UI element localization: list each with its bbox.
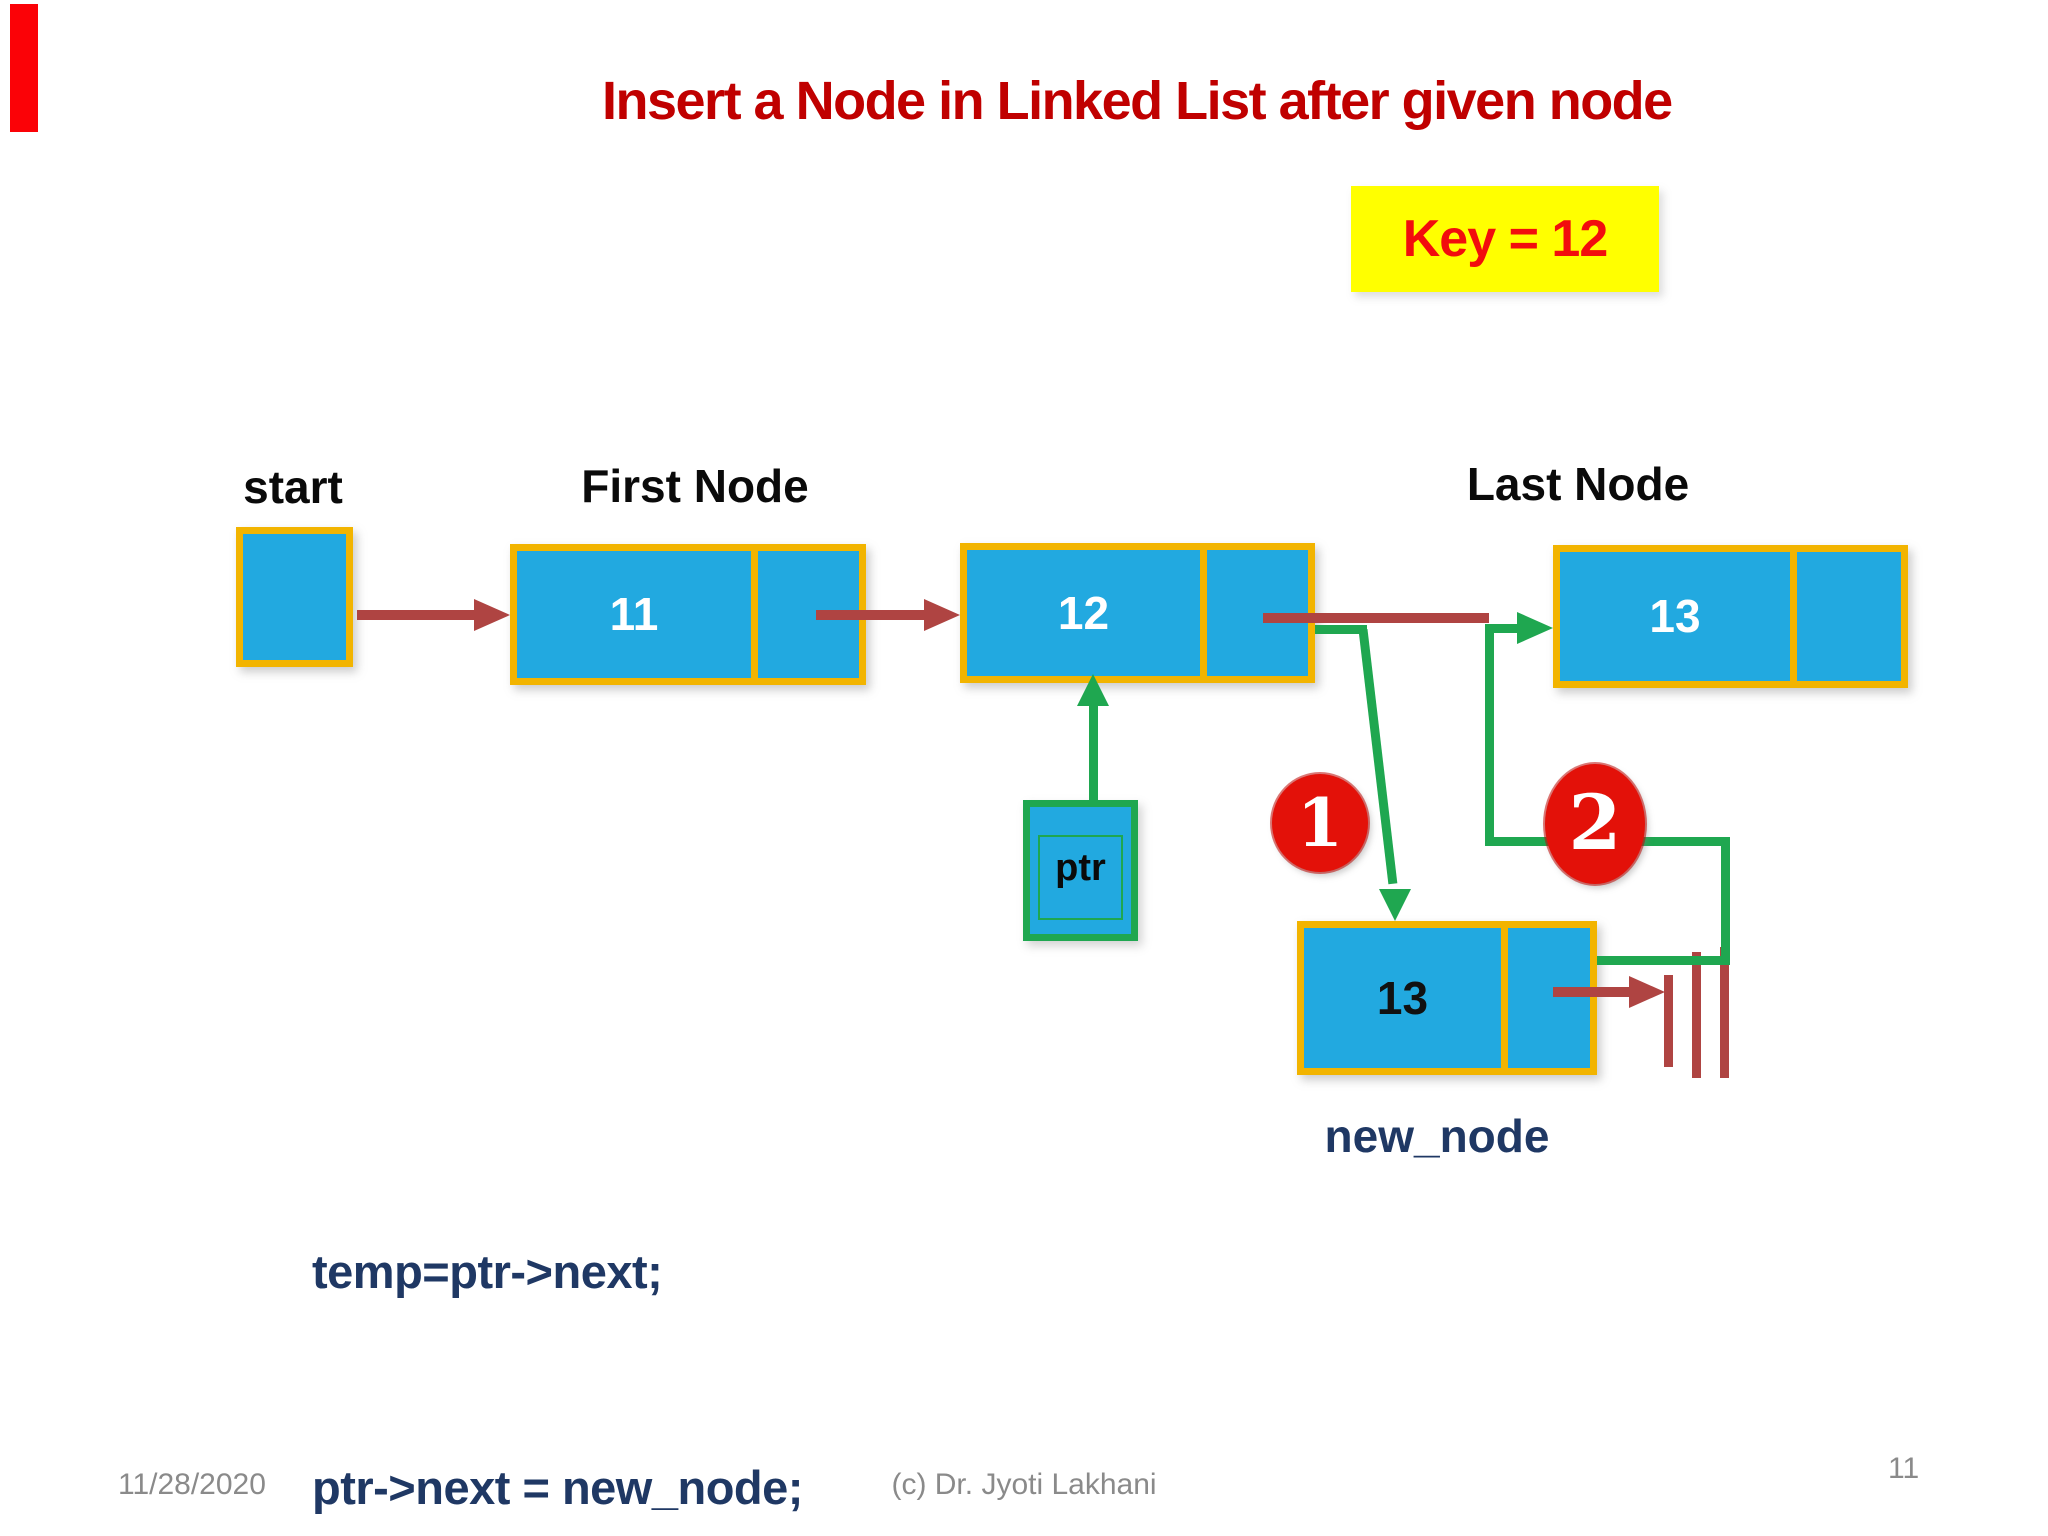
new-node-next-arrow-head-icon: [1629, 976, 1665, 1008]
step2-link-seg-b: [1721, 837, 1730, 965]
old-next-pointer-line: [1263, 613, 1489, 623]
ptr-arrow-line: [1089, 702, 1098, 800]
node-first: 11: [510, 544, 866, 685]
step2-badge: 2: [1545, 764, 1645, 884]
code-line-1: temp=ptr->next;: [312, 1245, 663, 1298]
arrow-start-to-first-head-icon: [474, 599, 510, 631]
step2-link-seg-e: [1485, 624, 1525, 633]
ptr-box-frame: ptr: [1038, 835, 1123, 920]
step2-link-seg-a: [1597, 956, 1730, 965]
key-callout: Key = 12: [1351, 186, 1659, 292]
node-last: 13: [1553, 545, 1908, 688]
null-tick-2: [1692, 952, 1701, 1078]
node-last-data-cell: 13: [1560, 552, 1790, 681]
first-node-label: First Node: [581, 460, 809, 512]
corner-accent-bar: [10, 4, 38, 132]
start-pointer-cell: [243, 534, 346, 660]
step1-badge: 1: [1272, 774, 1368, 872]
arrow-start-to-first-line: [357, 610, 477, 620]
key-callout-text: Key = 12: [1402, 210, 1608, 268]
step1-link-diagonal: [1358, 628, 1398, 885]
start-pointer-box: [236, 527, 353, 667]
ptr-box: ptr: [1023, 800, 1138, 941]
arrow-first-to-given-line: [816, 610, 926, 620]
node-new: 13: [1297, 921, 1597, 1075]
new-node-next-arrow-line: [1553, 987, 1631, 997]
ptr-box-inner: ptr: [1030, 807, 1131, 934]
node-new-next-cell: [1508, 928, 1590, 1068]
slide-title: Insert a Node in Linked List after given…: [602, 71, 1673, 131]
node-last-next-cell: [1797, 552, 1901, 681]
node-given: 12: [960, 543, 1315, 683]
start-label: start: [243, 461, 343, 513]
ptr-arrow-head-icon: [1077, 674, 1109, 706]
footer-page-number: 11: [1888, 1452, 1920, 1485]
null-tick-3: [1720, 947, 1729, 1078]
null-tick-1: [1664, 975, 1673, 1067]
code-line-2: ptr->next = new_node;: [312, 1461, 803, 1514]
step1-link-stub: [1315, 625, 1367, 634]
ptr-label: ptr: [1055, 847, 1106, 889]
node-given-data-cell: 12: [967, 550, 1200, 676]
footer-credit: (c) Dr. Jyoti Lakhani: [891, 1468, 1157, 1501]
arrow-first-to-given-head-icon: [924, 599, 960, 631]
step2-link-head-icon: [1517, 612, 1553, 644]
footer-date: 11/28/2020: [118, 1468, 266, 1501]
code-block: temp=ptr->next; ptr->next = new_node; ne…: [312, 1092, 852, 1536]
last-node-label: Last Node: [1466, 458, 1690, 510]
new-node-label: new_node: [1324, 1110, 1550, 1162]
node-first-data-cell: 11: [517, 551, 751, 678]
node-new-data-cell: 13: [1304, 928, 1501, 1068]
step2-link-seg-d: [1485, 628, 1494, 846]
step1-link-head-icon: [1379, 889, 1411, 921]
